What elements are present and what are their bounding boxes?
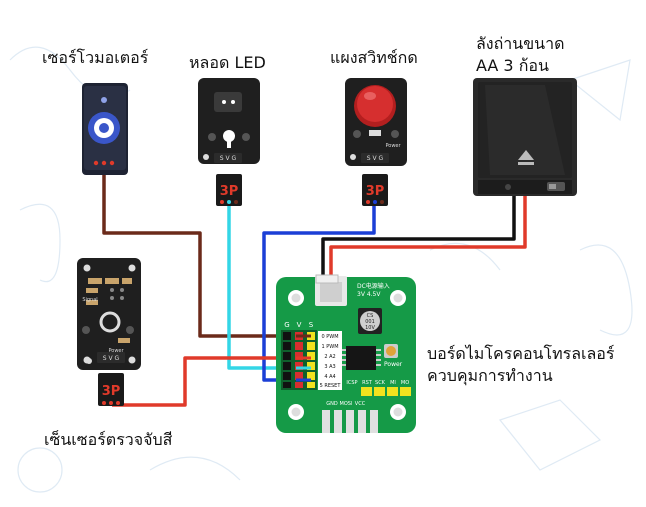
cap-line-1: CS bbox=[367, 313, 374, 319]
cap-line-2: 001 bbox=[365, 319, 375, 325]
icsp-mi: MI bbox=[390, 380, 396, 386]
header-wire-ends bbox=[296, 334, 311, 382]
led-connector-label: 3P bbox=[220, 184, 239, 199]
icsp-mo: MO bbox=[401, 380, 409, 386]
port-labels: 0 PWM 1 PWM 2 A2 3 A3 4 A4 5 RESET bbox=[318, 331, 342, 390]
sensor-signal-label: Signal bbox=[82, 297, 97, 303]
port-label-1: 1 PWM bbox=[321, 344, 338, 350]
port-label-2: 2 A2 bbox=[324, 354, 335, 360]
bottom-pin-vcc: VCC bbox=[355, 401, 366, 407]
label-led: หลอด LED bbox=[189, 53, 266, 72]
sensor-connector-label: 3P bbox=[102, 384, 121, 399]
header-pin-v: V bbox=[297, 321, 302, 329]
label-servo: เซอร์โวมอเตอร์ bbox=[42, 48, 149, 67]
microcontroller-board: DC电源输入 3V 4.5V CS 001 10V Power G V S bbox=[276, 276, 416, 433]
led-module: S V G 3P bbox=[198, 78, 260, 206]
wires bbox=[102, 175, 527, 407]
sensor-svg-pins: S V G bbox=[103, 355, 120, 362]
board-dc-input: DC电源输入 bbox=[357, 282, 390, 290]
port-label-0: 0 PWM bbox=[321, 334, 338, 340]
servo-wire bbox=[102, 175, 296, 338]
sensor-power-label: Power bbox=[108, 348, 124, 354]
led-wire bbox=[227, 205, 296, 370]
battery-black-wire bbox=[321, 196, 516, 278]
port-label-5: 5 RESET bbox=[320, 383, 342, 389]
color-sensor-module: Signal Power S V G 3P bbox=[77, 258, 141, 406]
color-sensor-wire bbox=[112, 356, 296, 407]
battery-red-wire bbox=[329, 196, 527, 278]
header-pin-g: G bbox=[284, 321, 289, 329]
servo-module bbox=[82, 83, 128, 175]
button-power-label: Power bbox=[385, 143, 401, 149]
led-svg-pins: S V G bbox=[220, 155, 237, 162]
board-voltage: 3V 4.5V bbox=[357, 291, 381, 298]
port-label-3: 3 A3 bbox=[324, 364, 335, 370]
board-power-label: Power bbox=[384, 361, 403, 368]
label-button: แผงสวิทช์กด bbox=[330, 48, 418, 67]
header-pin-s: S bbox=[309, 321, 314, 329]
icsp-rst: RST bbox=[362, 380, 373, 386]
button-svg-pins: S V G bbox=[367, 155, 384, 162]
battery-box bbox=[473, 78, 577, 196]
icsp-label: ICSP bbox=[346, 380, 357, 386]
battery-connector bbox=[315, 274, 339, 284]
button-module: Power S V G 3P bbox=[345, 78, 407, 206]
cap-line-3: 10V bbox=[365, 325, 375, 331]
port-label-4: 4 A4 bbox=[324, 374, 335, 380]
label-battery: ลังถ่านขนาด AA 3 ก้อน bbox=[476, 34, 565, 75]
button-wire bbox=[262, 205, 376, 382]
bottom-pin-gnd: GND bbox=[326, 401, 338, 407]
bottom-pin-mosi: MOSI bbox=[340, 401, 353, 407]
label-color-sensor: เซ็นเซอร์ตรวจจับสี bbox=[44, 430, 173, 449]
button-connector-label: 3P bbox=[366, 184, 385, 199]
icsp-sck: SCK bbox=[375, 380, 386, 386]
label-board: บอร์ดไมโครคอนโทรลเลอร์ ควบคุมการทำงาน bbox=[427, 344, 615, 385]
